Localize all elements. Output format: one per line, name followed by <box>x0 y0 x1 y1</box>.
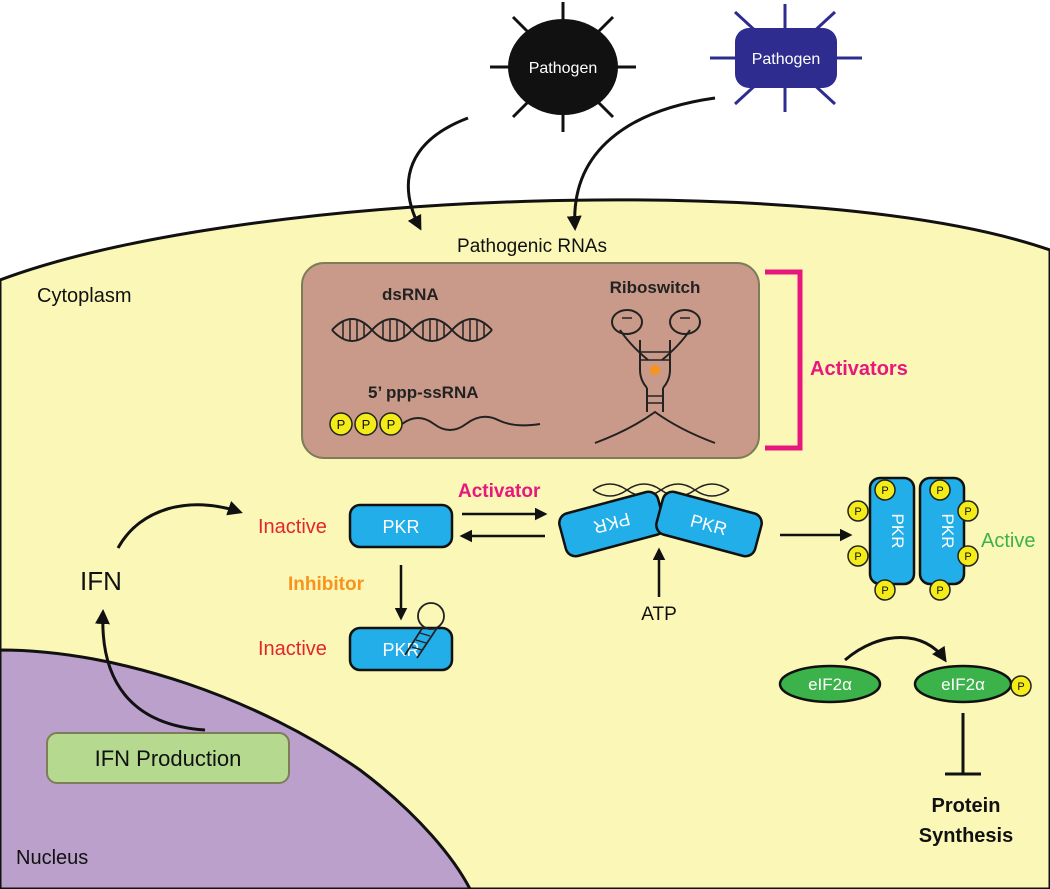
riboswitch-label: Riboswitch <box>610 278 701 297</box>
phosphate-label: P <box>854 551 861 563</box>
inhibitor-label: Inhibitor <box>288 574 365 595</box>
pkr-monomer-inactive: PKR <box>348 503 454 549</box>
ifn-production-label: IFN Production <box>95 746 242 771</box>
dsrna-label: dsRNA <box>382 285 439 304</box>
pathogen-label-left: Pathogen <box>529 60 598 77</box>
pkr-dimer-active: PKR PKR P P P P P P P P <box>847 476 979 601</box>
phosphate-label: P <box>854 506 861 518</box>
activator-label: Activator <box>458 481 541 502</box>
ifn-label: IFN <box>80 566 122 596</box>
activators-label: Activators <box>810 358 908 380</box>
active-label: Active <box>981 530 1035 552</box>
eif2-label-right: eIF2α <box>941 675 985 694</box>
pathogen-black: Pathogen <box>490 2 636 132</box>
arrow-pathogen-right <box>566 96 716 231</box>
phosphate-label: P <box>1017 681 1024 693</box>
riboswitch-ligand-icon <box>650 365 660 375</box>
nucleus-label: Nucleus <box>16 847 88 869</box>
pkr-label: PKR <box>382 640 419 660</box>
protein-synthesis-line2: Synthesis <box>919 825 1013 847</box>
phosphate-label: P <box>881 585 888 597</box>
eif2-phosphorylated: eIF2α P <box>913 664 1032 704</box>
phosphate-label: P <box>387 417 396 432</box>
cell <box>0 198 1050 889</box>
pkr-inhibited: PKR <box>348 602 454 672</box>
pathogen-label-right: Pathogen <box>752 51 821 68</box>
phosphate-label: P <box>936 485 943 497</box>
phosphate-label: P <box>964 551 971 563</box>
ssrna-label: 5’ ppp-ssRNA <box>368 383 479 402</box>
pkr-dimer-bound: PKR PKR <box>558 483 763 558</box>
pathogenic-rna-box: dsRNA Riboswitch 5’ ppp-ssRNA P P P <box>301 262 760 459</box>
phosphate-label: P <box>964 506 971 518</box>
inhibitor-rna-icon <box>404 602 445 659</box>
riboswitch-icon <box>594 309 716 444</box>
inhibition-line <box>945 713 981 776</box>
arrow-pathogen-left <box>406 116 469 231</box>
pathogen-blue: Pathogen <box>710 4 862 112</box>
inactive-label-top: Inactive <box>258 516 327 538</box>
phosphate-label: P <box>936 585 943 597</box>
protein-synthesis-line1: Protein <box>932 795 1001 817</box>
arrow-eif2-phosphorylation <box>844 636 947 663</box>
phosphate-label: P <box>881 485 888 497</box>
atp-label: ATP <box>641 604 677 625</box>
cytoplasm-label: Cytoplasm <box>37 285 131 307</box>
pathogenic-rnas-title: Pathogenic RNAs <box>457 236 607 257</box>
arrow-ifn-to-pkr <box>116 501 243 549</box>
ifn-production-box: IFN Production <box>46 732 290 784</box>
activators-bracket <box>765 269 803 451</box>
dsrna-helix-icon <box>331 318 493 342</box>
pkr-label: PKR <box>938 514 957 549</box>
phosphate-label: P <box>337 417 346 432</box>
pkr-label: PKR <box>888 514 907 549</box>
pkr-label: PKR <box>382 517 419 537</box>
phosphate-label: P <box>362 417 371 432</box>
ssrna-icon: P P P <box>329 412 541 436</box>
eif2-label-left: eIF2α <box>808 675 852 694</box>
eif2-unphosphorylated: eIF2α <box>778 664 882 704</box>
arrow-production-to-ifn <box>94 609 206 732</box>
inactive-label-bottom: Inactive <box>258 638 327 660</box>
